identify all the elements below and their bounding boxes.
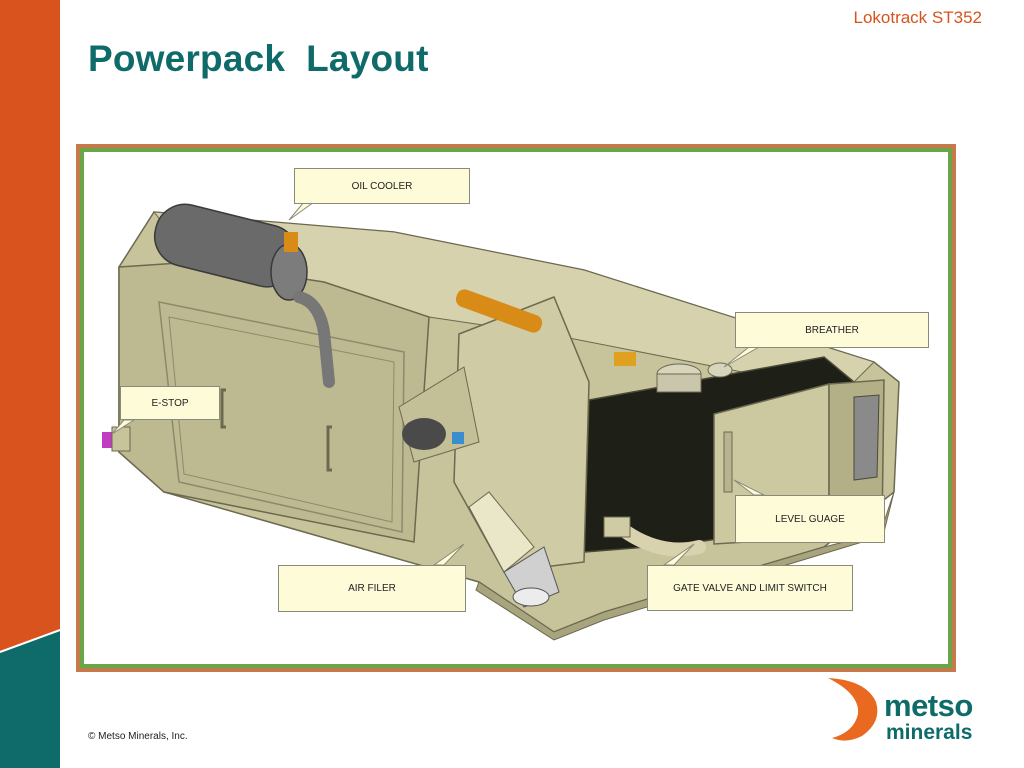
metso-swirl-icon [828,678,878,741]
copyright-text: © Metso Minerals, Inc. [88,731,188,742]
callout-level-gauge: LEVEL GUAGE [735,495,885,543]
logo-text-metso: metso [884,688,973,723]
callout-oil-cooler: OIL COOLER [294,168,470,204]
page-title: Powerpack Layout [88,38,429,79]
callout-gate-valve: GATE VALVE AND LIMIT SWITCH [647,565,853,611]
powerpack-illustration [102,201,900,641]
callout-breather: BREATHER [735,312,929,348]
callout-air-filter: AIR FILER [278,565,466,612]
sidebar-decoration [0,0,60,768]
product-name: Lokotrack ST352 [853,8,982,27]
callout-e-stop: E-STOP [120,386,220,420]
logo-text-minerals: minerals [886,721,973,744]
